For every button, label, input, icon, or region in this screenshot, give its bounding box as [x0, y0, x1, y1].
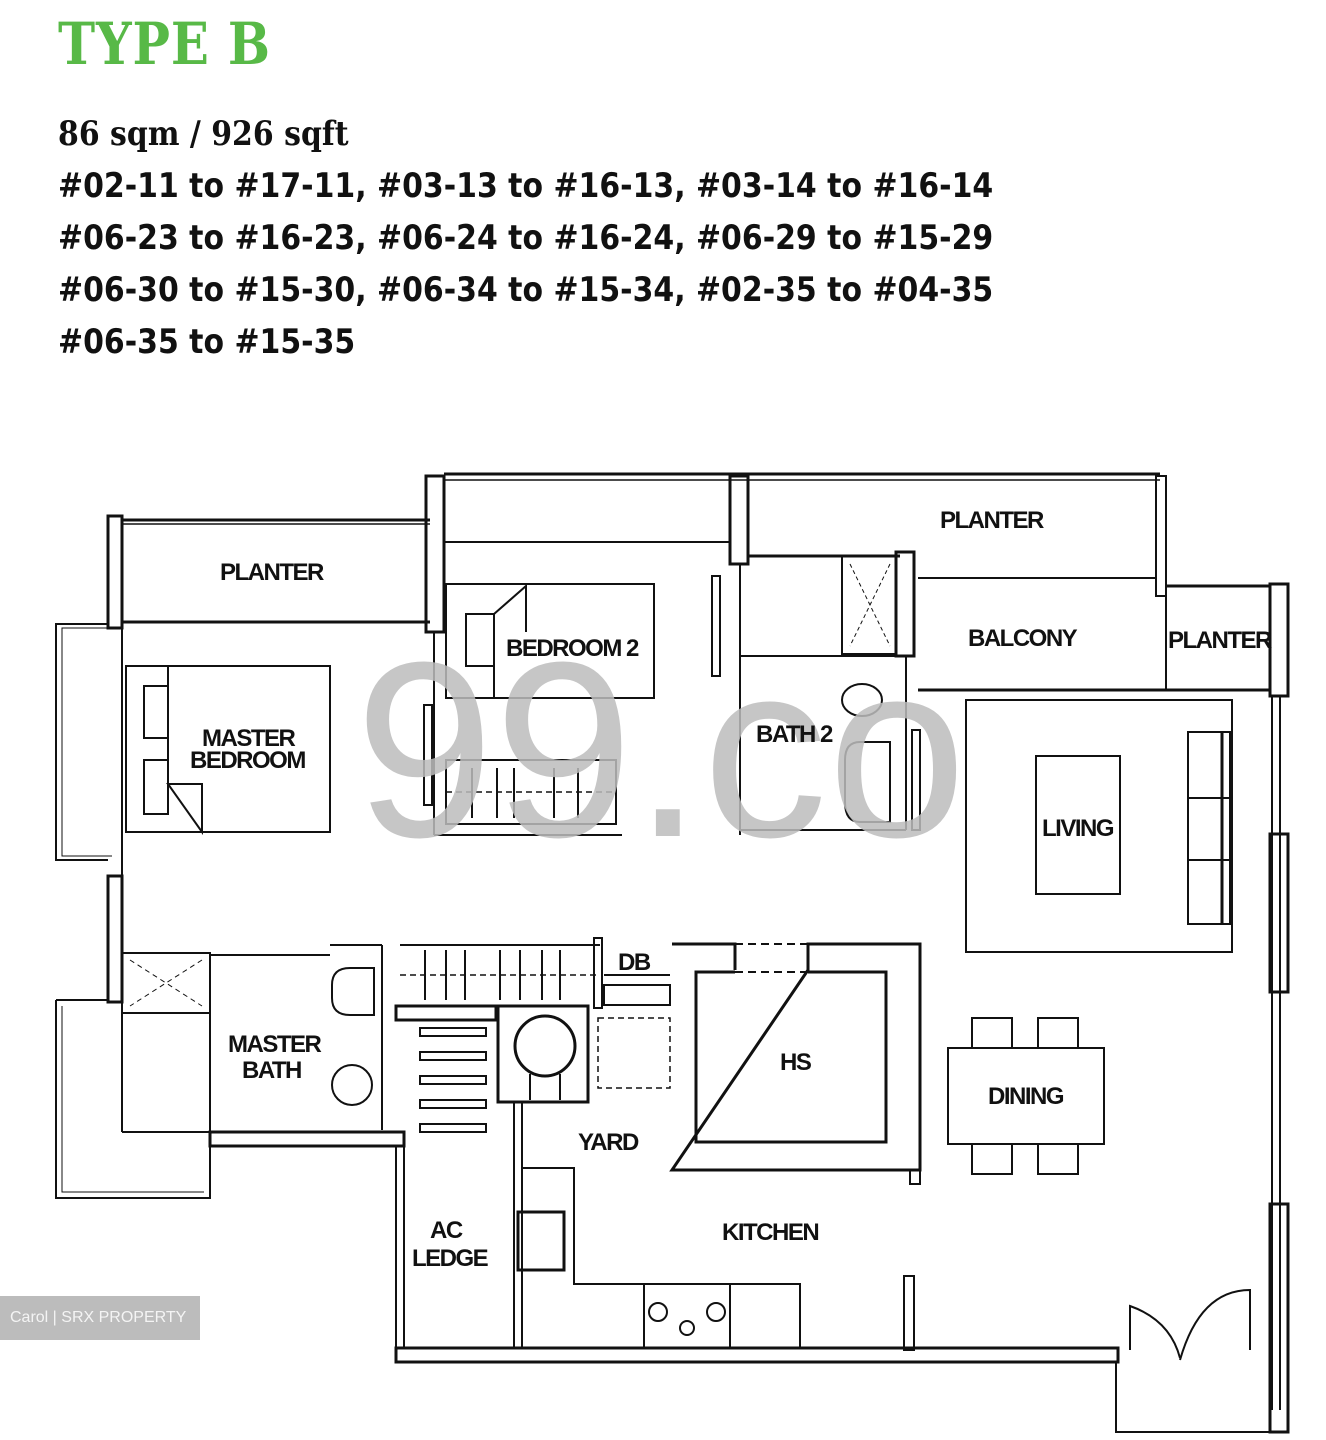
label-kitchen: KITCHEN [722, 1219, 818, 1246]
unit-numbers-line-1: #02-11 to #17-11, #03-13 to #16-13, #03-… [58, 166, 994, 206]
label-dining: DINING [988, 1083, 1064, 1110]
label-planter-right: PLANTER [1168, 627, 1272, 654]
unit-info: 86 sqm / 926 sqft #02-11 to #17-11, #03-… [58, 108, 993, 368]
unit-numbers-line-4: #06-35 to #15-35 [58, 322, 356, 362]
label-yard: YARD [578, 1129, 639, 1156]
agent-credit-badge: Carol | SRX PROPERTY [0, 1296, 200, 1340]
label-ac-ledge-1: AC [430, 1217, 463, 1244]
unit-numbers-line-2: #06-23 to #16-23, #06-24 to #16-24, #06-… [58, 218, 994, 258]
label-master-bath-2: BATH [242, 1057, 301, 1084]
label-bath-2: BATH 2 [756, 721, 833, 748]
watermark: 99.co [355, 610, 967, 889]
label-master-bedroom-1: MASTER [202, 725, 296, 752]
label-balcony: BALCONY [968, 625, 1078, 652]
label-master-bath-1: MASTER [228, 1031, 322, 1058]
unit-numbers-line-3: #06-30 to #15-30, #06-34 to #15-34, #02-… [58, 270, 994, 310]
label-planter-top: PLANTER [940, 507, 1044, 534]
label-hs: HS [780, 1049, 812, 1076]
unit-type-title: TYPE B [58, 10, 271, 78]
unit-area: 86 sqm / 926 sqft [58, 114, 349, 154]
label-bedroom-2: BEDROOM 2 [506, 635, 639, 662]
label-planter-left: PLANTER [220, 559, 324, 586]
label-master-bedroom-2: BEDROOM [190, 747, 305, 774]
label-db: DB [618, 949, 651, 976]
label-living: LIVING [1042, 815, 1114, 842]
label-ac-ledge-2: LEDGE [412, 1245, 489, 1272]
